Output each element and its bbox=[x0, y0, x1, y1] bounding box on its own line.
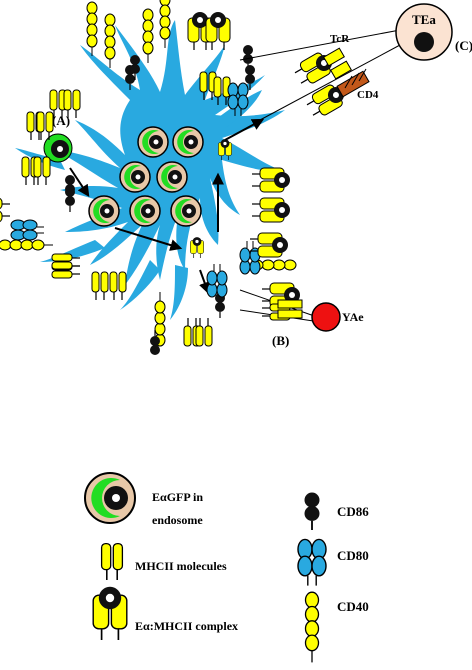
trafficking-arrows bbox=[69, 118, 265, 295]
label-yae: YAe bbox=[342, 310, 364, 324]
label-c: (C) bbox=[455, 38, 472, 53]
legend-cd86-symbol bbox=[303, 491, 321, 531]
legend-cd40: CD40 bbox=[337, 599, 369, 614]
legend: EαGFP in endosome MHCII molecules Eα:MHC… bbox=[84, 472, 369, 664]
legend-complex-symbol bbox=[92, 585, 128, 641]
label-cd4: CD4 bbox=[357, 89, 379, 101]
yae-cell bbox=[311, 302, 341, 332]
legend-cd80: CD80 bbox=[337, 548, 369, 563]
legend-complex: Eα:MHCII complex bbox=[135, 619, 238, 633]
label-tcr: TcR bbox=[330, 33, 350, 45]
legend-mhcii: MHCII molecules bbox=[135, 559, 227, 573]
small-complex-2 bbox=[190, 236, 204, 259]
legend-endosome-symbol bbox=[84, 472, 136, 524]
legend-mhcii-symbol bbox=[100, 542, 124, 581]
legend-endosome-line2: endosome bbox=[152, 513, 203, 527]
legend-cd40-symbol bbox=[304, 591, 320, 664]
tea-tcell-interaction bbox=[239, 3, 453, 121]
legend-cd86: CD86 bbox=[337, 504, 369, 519]
label-tea: TEa bbox=[412, 12, 436, 27]
legend-cd80-symbol bbox=[297, 538, 327, 587]
label-b: (B) bbox=[272, 333, 289, 348]
yae-interaction bbox=[239, 282, 341, 332]
endosome-a bbox=[43, 133, 73, 163]
legend-endosome-line1: EαGFP in bbox=[152, 490, 203, 504]
tea-nucleus bbox=[414, 32, 434, 52]
surface-molecules-right bbox=[249, 167, 291, 258]
label-a: (A) bbox=[52, 113, 70, 128]
